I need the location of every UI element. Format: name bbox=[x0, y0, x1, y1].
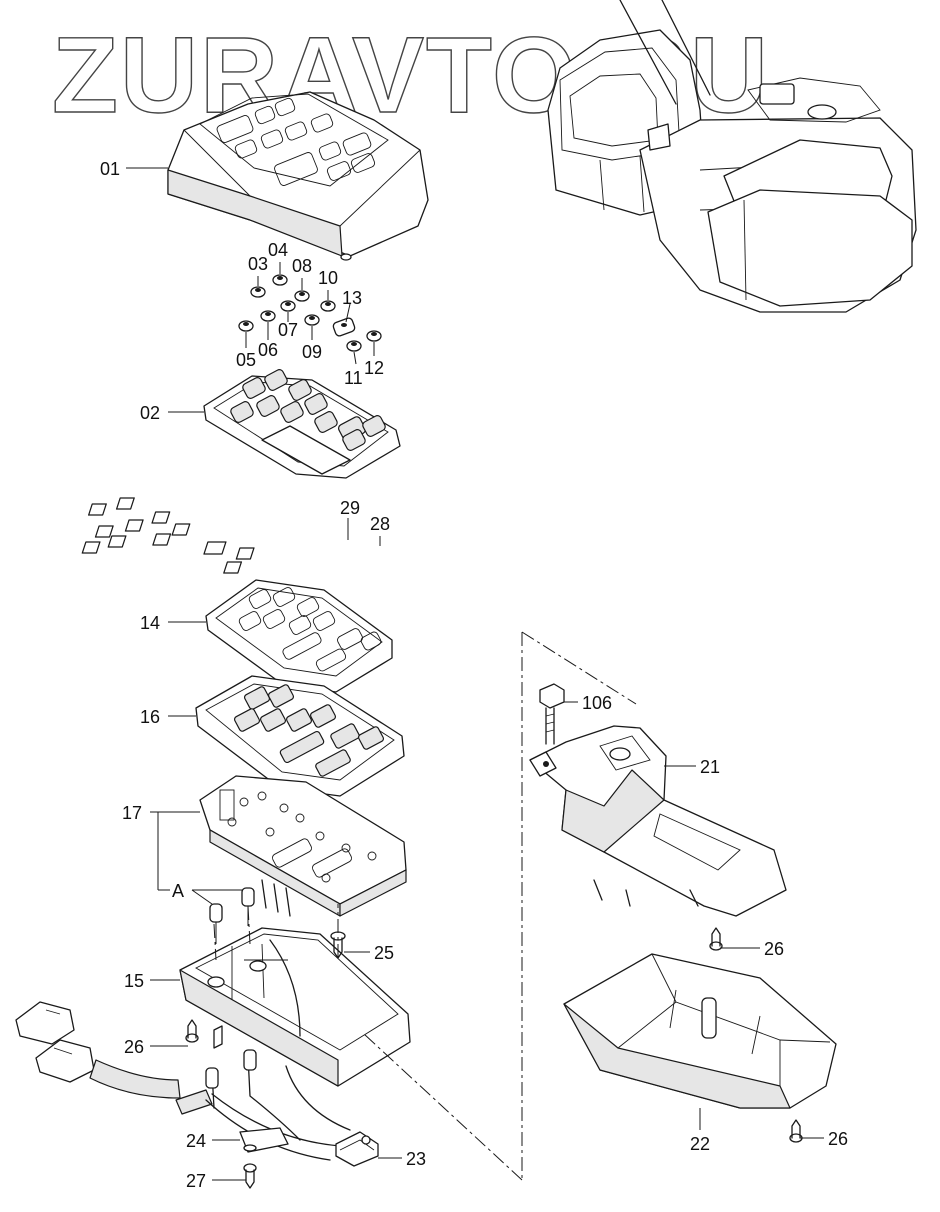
part-15-lower-case bbox=[179, 927, 411, 1087]
knob-03 bbox=[250, 286, 266, 298]
callout-05: 05 bbox=[236, 350, 256, 370]
callout-23: 23 bbox=[406, 1149, 426, 1169]
switch-knobs-group bbox=[238, 274, 382, 352]
callout-15: 15 bbox=[124, 971, 144, 991]
callout-26-left: 26 bbox=[124, 1037, 144, 1057]
callout-27: 27 bbox=[186, 1171, 206, 1191]
callout-16: 16 bbox=[140, 707, 160, 727]
callout-02: 02 bbox=[140, 403, 160, 423]
callout-11: 11 bbox=[344, 368, 363, 388]
callout-04: 04 bbox=[268, 240, 288, 260]
knob-05 bbox=[238, 320, 254, 332]
screw-26-cover bbox=[789, 1119, 803, 1143]
knob-09 bbox=[304, 314, 320, 326]
part-24-harness-clamp bbox=[239, 1127, 289, 1153]
part-22-side-cover bbox=[563, 953, 837, 1109]
callout-03: 03 bbox=[248, 254, 268, 274]
callout-08: 08 bbox=[292, 256, 312, 276]
knob-11 bbox=[346, 340, 362, 352]
callout-12: 12 bbox=[364, 358, 384, 378]
callout-17: 17 bbox=[122, 803, 142, 823]
assembly-guide-lines bbox=[213, 631, 637, 1181]
callout-29: 29 bbox=[340, 498, 360, 518]
callout-01: 01 bbox=[100, 159, 120, 179]
part-17-circuit-board bbox=[199, 775, 407, 917]
knob-13 bbox=[332, 317, 356, 337]
callout-leader-lines bbox=[126, 167, 824, 1181]
knob-06 bbox=[260, 310, 276, 322]
cap-29 bbox=[203, 541, 227, 555]
callout-10: 10 bbox=[318, 268, 338, 288]
knob-07 bbox=[280, 300, 296, 312]
part-01-switch-panel-cover bbox=[167, 91, 429, 261]
bolt-106 bbox=[539, 683, 565, 745]
part-02-rubber-sheet bbox=[203, 369, 401, 479]
callout-labels: 01 03 04 08 10 13 07 06 05 09 11 12 02 2… bbox=[100, 159, 848, 1191]
part-23-cover-cap bbox=[335, 1131, 379, 1167]
bulb-assembly-a bbox=[209, 887, 255, 944]
callout-22: 22 bbox=[690, 1134, 710, 1154]
screw-27 bbox=[243, 1163, 257, 1189]
part-16-switch-plate bbox=[195, 675, 405, 797]
screw-26-bracket bbox=[709, 927, 723, 951]
callout-09: 09 bbox=[302, 342, 322, 362]
callout-07: 07 bbox=[278, 320, 298, 340]
knob-12 bbox=[366, 330, 382, 342]
knob-04 bbox=[272, 274, 288, 286]
knob-10 bbox=[320, 300, 336, 312]
callout-106: 106 bbox=[582, 693, 612, 713]
callout-21: 21 bbox=[700, 757, 720, 777]
screw-26-left bbox=[185, 1019, 199, 1043]
cab-seat-overview-illustration bbox=[547, 0, 917, 313]
callout-28: 28 bbox=[370, 514, 390, 534]
callout-24: 24 bbox=[186, 1131, 206, 1151]
callout-25: 25 bbox=[374, 943, 394, 963]
callout-26-cover: 26 bbox=[828, 1129, 848, 1149]
callout-26-bracket: 26 bbox=[764, 939, 784, 959]
callout-06: 06 bbox=[258, 340, 278, 360]
indicator-lamp-caps bbox=[81, 497, 255, 574]
callout-13: 13 bbox=[342, 288, 362, 308]
callout-14: 14 bbox=[140, 613, 160, 633]
callout-a: A bbox=[172, 881, 184, 901]
part-21-mounting-bracket bbox=[529, 725, 787, 917]
part-14-insulation-sheet bbox=[205, 579, 393, 693]
knob-08 bbox=[294, 290, 310, 302]
cap-28 bbox=[235, 547, 255, 560]
